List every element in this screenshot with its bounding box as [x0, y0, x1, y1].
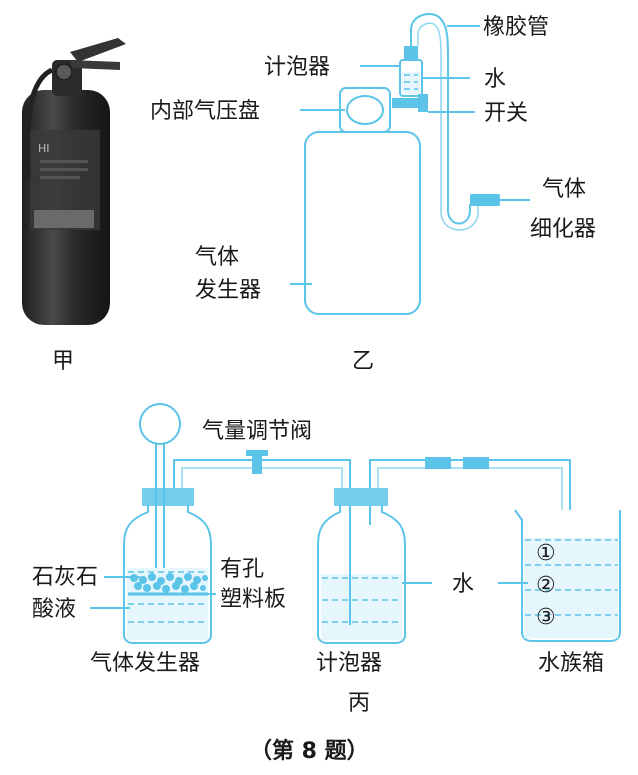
tube-connector-2: [463, 457, 489, 469]
label-limestone: 石灰石: [32, 565, 98, 590]
label-yi-water: 水: [484, 67, 506, 92]
separatory-funnel: [139, 403, 181, 445]
caption-gas-generator: 气体发生器: [90, 651, 200, 676]
switch-knob: [418, 94, 428, 112]
gas-valve: [246, 450, 268, 474]
label-yi-gas-generator-1: 气体: [195, 245, 239, 270]
caption-jia: 甲: [52, 349, 74, 374]
gas-generator-bottle: [304, 131, 421, 315]
label-yi-gas-generator-2: 发生器: [195, 278, 261, 303]
aquarium-tank: [514, 509, 621, 642]
tube-connector-1: [425, 457, 451, 469]
caption-bubble-counter: 计泡器: [316, 651, 382, 676]
gas-generator-bottle-bing: [123, 505, 212, 644]
label-pressure-gauge: 内部气压盘: [150, 99, 260, 124]
label-perforated-plate-1: 有孔: [220, 557, 264, 582]
limestone-pebbles: [130, 573, 208, 593]
label-bing-water: 水: [452, 572, 474, 597]
caption-yi: 乙: [352, 349, 374, 374]
level-marker-2: ②: [536, 573, 556, 598]
caption-bing: 丙: [348, 691, 370, 716]
bubble-counter-bottle-bing: [317, 505, 406, 644]
apparatus-yi: [304, 13, 500, 315]
extinguisher-label: HI: [38, 142, 50, 155]
level-marker-1: ①: [536, 541, 556, 566]
label-gas-valve: 气量调节阀: [202, 419, 312, 444]
label-acid: 酸液: [32, 597, 76, 622]
label-rubber-tube: 橡胶管: [483, 15, 549, 40]
label-gas-refiner-1: 气体: [542, 177, 586, 202]
fire-extinguisher: HI: [22, 38, 126, 325]
label-gas-refiner-2: 细化器: [530, 217, 596, 242]
question-label: （第 8 题）: [250, 738, 369, 764]
gas-refiner: [470, 194, 500, 206]
apparatus-bing: [123, 403, 621, 644]
level-marker-3: ③: [536, 605, 556, 630]
label-perforated-plate-2: 塑料板: [220, 587, 286, 612]
label-switch: 开关: [484, 101, 528, 126]
label-yi-bubble-counter: 计泡器: [264, 55, 330, 80]
rubber-tube: [410, 13, 471, 225]
caption-aquarium: 水族箱: [538, 651, 604, 676]
